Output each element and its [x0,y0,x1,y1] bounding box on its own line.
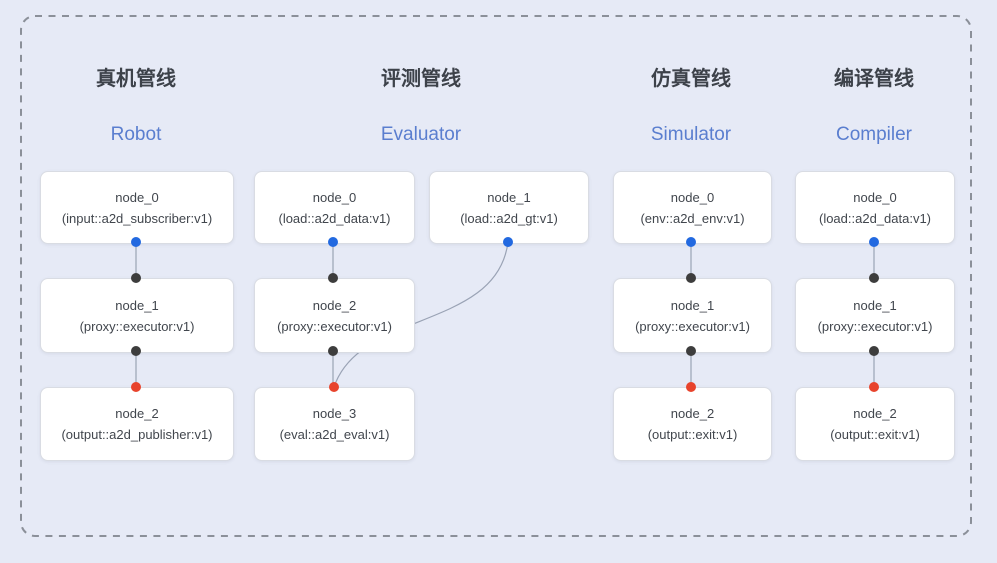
compiler-title-en: Compiler [835,124,913,145]
compiler-title-zh: 编译管线 [834,68,914,90]
node-type: (load::a2d_data:v1) [278,210,391,226]
simulator-title-zh: 仿真管线 [651,68,731,90]
robot-node-1[interactable]: node_1 (proxy::executor:v1) [40,278,234,353]
robot-title-en: Robot [110,124,162,145]
edge-evaluator-node1-node3-curve [333,241,509,388]
node-type: (load::a2d_gt:v1) [460,210,558,226]
compiler-node1-input-port-dot[interactable] [869,273,879,283]
dashed-container-border [20,15,972,537]
node-title: node_1 [115,297,159,313]
node-title: node_2 [670,406,715,421]
compiler-node0-output-port-dot[interactable] [869,237,879,247]
node-title: node_2 [312,297,357,313]
evaluator-node-1[interactable]: node_1 (load::a2d_gt:v1) [429,171,589,244]
node-type: (input::a2d_subscriber:v1) [61,210,213,226]
robot-node-2[interactable]: node_2 (output::a2d_publisher:v1) [40,387,234,461]
evaluator-node2-output-port-dot[interactable] [328,346,338,356]
evaluator-node1-output-port-dot[interactable] [503,237,513,247]
robot-node1-output-port-dot[interactable] [131,346,141,356]
node-title: node_0 [670,189,715,205]
evaluator-title-zh: 评测管线 [381,68,461,90]
evaluator-node3-input-port-dot[interactable] [329,382,339,392]
simulator-node1-input-port-dot[interactable] [686,273,696,283]
node-title: node_3 [312,406,357,421]
compiler-node-0[interactable]: node_0 (load::a2d_data:v1) [795,171,955,244]
compiler-node-1[interactable]: node_1 (proxy::executor:v1) [795,278,955,353]
node-type: (proxy::executor:v1) [277,318,392,334]
evaluator-node-2[interactable]: node_2 (proxy::executor:v1) [254,278,415,353]
evaluator-node-3[interactable]: node_3 (eval::a2d_eval:v1) [254,387,415,461]
evaluator-node-0[interactable]: node_0 (load::a2d_data:v1) [254,171,415,244]
robot-node0-output-port-dot[interactable] [131,237,141,247]
node-type: (proxy::executor:v1) [817,318,933,334]
node-title: node_2 [853,406,897,421]
simulator-title-en: Simulator [650,124,732,145]
node-title: node_0 [853,189,897,205]
compiler-node-2[interactable]: node_2 (output::exit:v1) [795,387,955,461]
node-type: (eval::a2d_eval:v1) [279,427,390,442]
node-type: (load::a2d_data:v1) [818,210,932,226]
node-title: node_2 [115,406,159,421]
node-title: node_1 [487,189,531,205]
simulator-node1-output-port-dot[interactable] [686,346,696,356]
node-type: (output::exit:v1) [647,427,738,442]
evaluator-node0-output-port-dot[interactable] [328,237,338,247]
node-title: node_0 [115,189,159,205]
node-title: node_1 [853,297,897,313]
node-type: (proxy::executor:v1) [79,318,195,334]
robot-node1-input-port-dot[interactable] [131,273,141,283]
simulator-node-1[interactable]: node_1 (proxy::executor:v1) [613,278,772,353]
node-type: (output::a2d_publisher:v1) [61,427,213,442]
compiler-node1-output-port-dot[interactable] [869,346,879,356]
robot-title-zh: 真机管线 [96,68,176,90]
evaluator-title-en: Evaluator [380,124,462,145]
node-type: (env::a2d_env:v1) [640,210,745,226]
node-title: node_1 [670,297,715,313]
simulator-node-0[interactable]: node_0 (env::a2d_env:v1) [613,171,772,244]
evaluator-node2-input-port-dot[interactable] [328,273,338,283]
node-type: (output::exit:v1) [830,427,920,442]
compiler-node2-input-port-dot[interactable] [869,382,879,392]
robot-node-0[interactable]: node_0 (input::a2d_subscriber:v1) [40,171,234,244]
simulator-node2-input-port-dot[interactable] [686,382,696,392]
simulator-node0-output-port-dot[interactable] [686,237,696,247]
robot-node2-input-port-dot[interactable] [131,382,141,392]
node-title: node_0 [312,189,357,205]
node-type: (proxy::executor:v1) [635,318,750,334]
simulator-node-2[interactable]: node_2 (output::exit:v1) [613,387,772,461]
